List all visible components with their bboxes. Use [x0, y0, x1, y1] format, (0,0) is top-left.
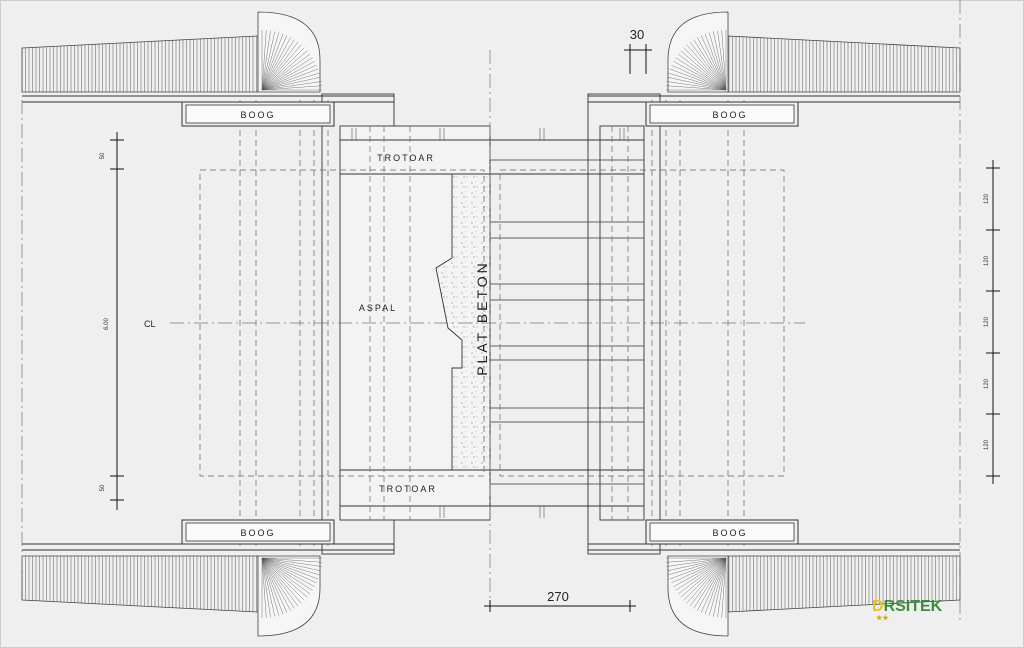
hidden-lines — [199, 100, 785, 548]
darsitek-logo: DRSITEK ★★ — [872, 598, 992, 626]
dimension-right-120-1: 120 — [984, 193, 990, 204]
dimension-right-vertical — [986, 160, 1000, 484]
trotoar-label-top: TROTOAR — [377, 153, 435, 163]
dimension-right-120-4: 120 — [984, 378, 990, 389]
center-lines — [21, 0, 961, 620]
dimension-left-bottom-50: 50 — [100, 484, 106, 491]
centerline-label: CL — [144, 319, 156, 329]
wingwall-top-left — [21, 11, 322, 93]
edge-pegs — [351, 128, 625, 518]
dimension-right-120-3: 120 — [984, 316, 990, 327]
dimension-top-30 — [624, 44, 652, 74]
logo-letter-d: D — [872, 598, 884, 615]
boog-label-bottom-left: BOOG — [240, 528, 275, 538]
wingwall-bottom-right — [666, 555, 961, 637]
boog-box-top-right: BOOG — [645, 101, 799, 127]
wingwall-bottom-left — [21, 555, 322, 637]
abutment-right — [587, 93, 960, 555]
boog-label-top-left: BOOG — [240, 110, 275, 120]
wingwall-top-right — [666, 11, 961, 93]
boog-box-bottom-right: BOOG — [645, 519, 799, 545]
logo-text: RSITEK — [883, 598, 943, 615]
dimension-left-vertical — [110, 132, 124, 510]
dimension-top-30-text: 30 — [630, 27, 644, 42]
dimension-bottom-270-text: 270 — [547, 589, 569, 604]
boog-box-top-left: BOOG — [181, 101, 335, 127]
logo-stars: ★★ — [876, 615, 889, 622]
dimension-left-top-50: 50 — [100, 152, 106, 159]
boog-box-bottom-left: BOOG — [181, 519, 335, 545]
plat-beton-label: PLAT BETON — [474, 260, 490, 376]
dimension-bottom-270 — [484, 600, 636, 612]
dimension-right-120-2: 120 — [984, 255, 990, 266]
dimension-left-600: 6.00 — [104, 318, 110, 330]
boog-label-top-right: BOOG — [712, 110, 747, 120]
deck-stripes — [490, 159, 644, 485]
aspal-label: ASPAL — [359, 303, 397, 313]
boog-label-bottom-right: BOOG — [712, 528, 747, 538]
dimension-right-120-5: 120 — [984, 439, 990, 450]
trotoar-label-bottom: TROTOAR — [379, 484, 437, 494]
